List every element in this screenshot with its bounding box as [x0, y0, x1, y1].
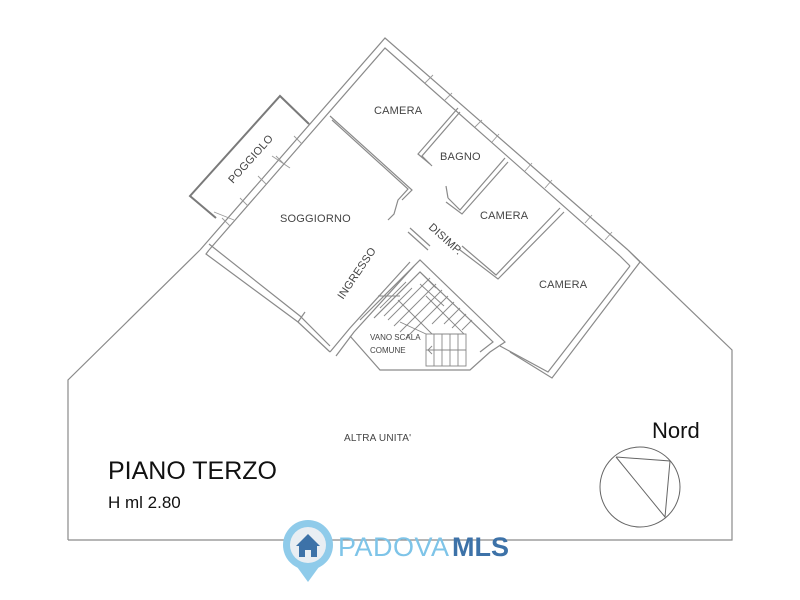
padovamls-logo: PADOVA MLS: [283, 520, 509, 582]
room-label-bagno: BAGNO: [440, 151, 481, 163]
interior-walls: [205, 107, 565, 357]
room-label-comune: COMUNE: [370, 346, 406, 355]
room-label-camera-right: CAMERA: [539, 279, 588, 291]
windows: [213, 74, 613, 241]
logo-text-mls: MLS: [452, 532, 509, 562]
floor-title: PIANO TERZO: [108, 457, 277, 485]
room-label-camera-mid: CAMERA: [480, 210, 529, 222]
room-label-ingresso: INGRESSO: [336, 245, 379, 301]
room-label-vano-scala: VANO SCALA: [370, 333, 421, 342]
room-label-poggiolo: POGGIOLO: [226, 133, 276, 186]
house-icon: [296, 534, 320, 557]
outer-boundary: [67, 249, 733, 541]
apartment-walls: [199, 37, 641, 379]
logo-text-padova: PADOVA: [338, 532, 450, 562]
room-label-soggiorno: SOGGIORNO: [280, 213, 351, 225]
floor-height: H ml 2.80: [108, 493, 181, 512]
room-label-altra-unita: ALTRA UNITA': [344, 433, 411, 444]
room-label-disimp: DISIMP.: [426, 221, 464, 257]
north-label: Nord: [652, 418, 700, 443]
north-compass-icon: [599, 446, 681, 528]
stairwell: [349, 259, 506, 371]
poggiolo-balcony: [188, 94, 310, 219]
room-label-camera-top: CAMERA: [374, 105, 423, 117]
